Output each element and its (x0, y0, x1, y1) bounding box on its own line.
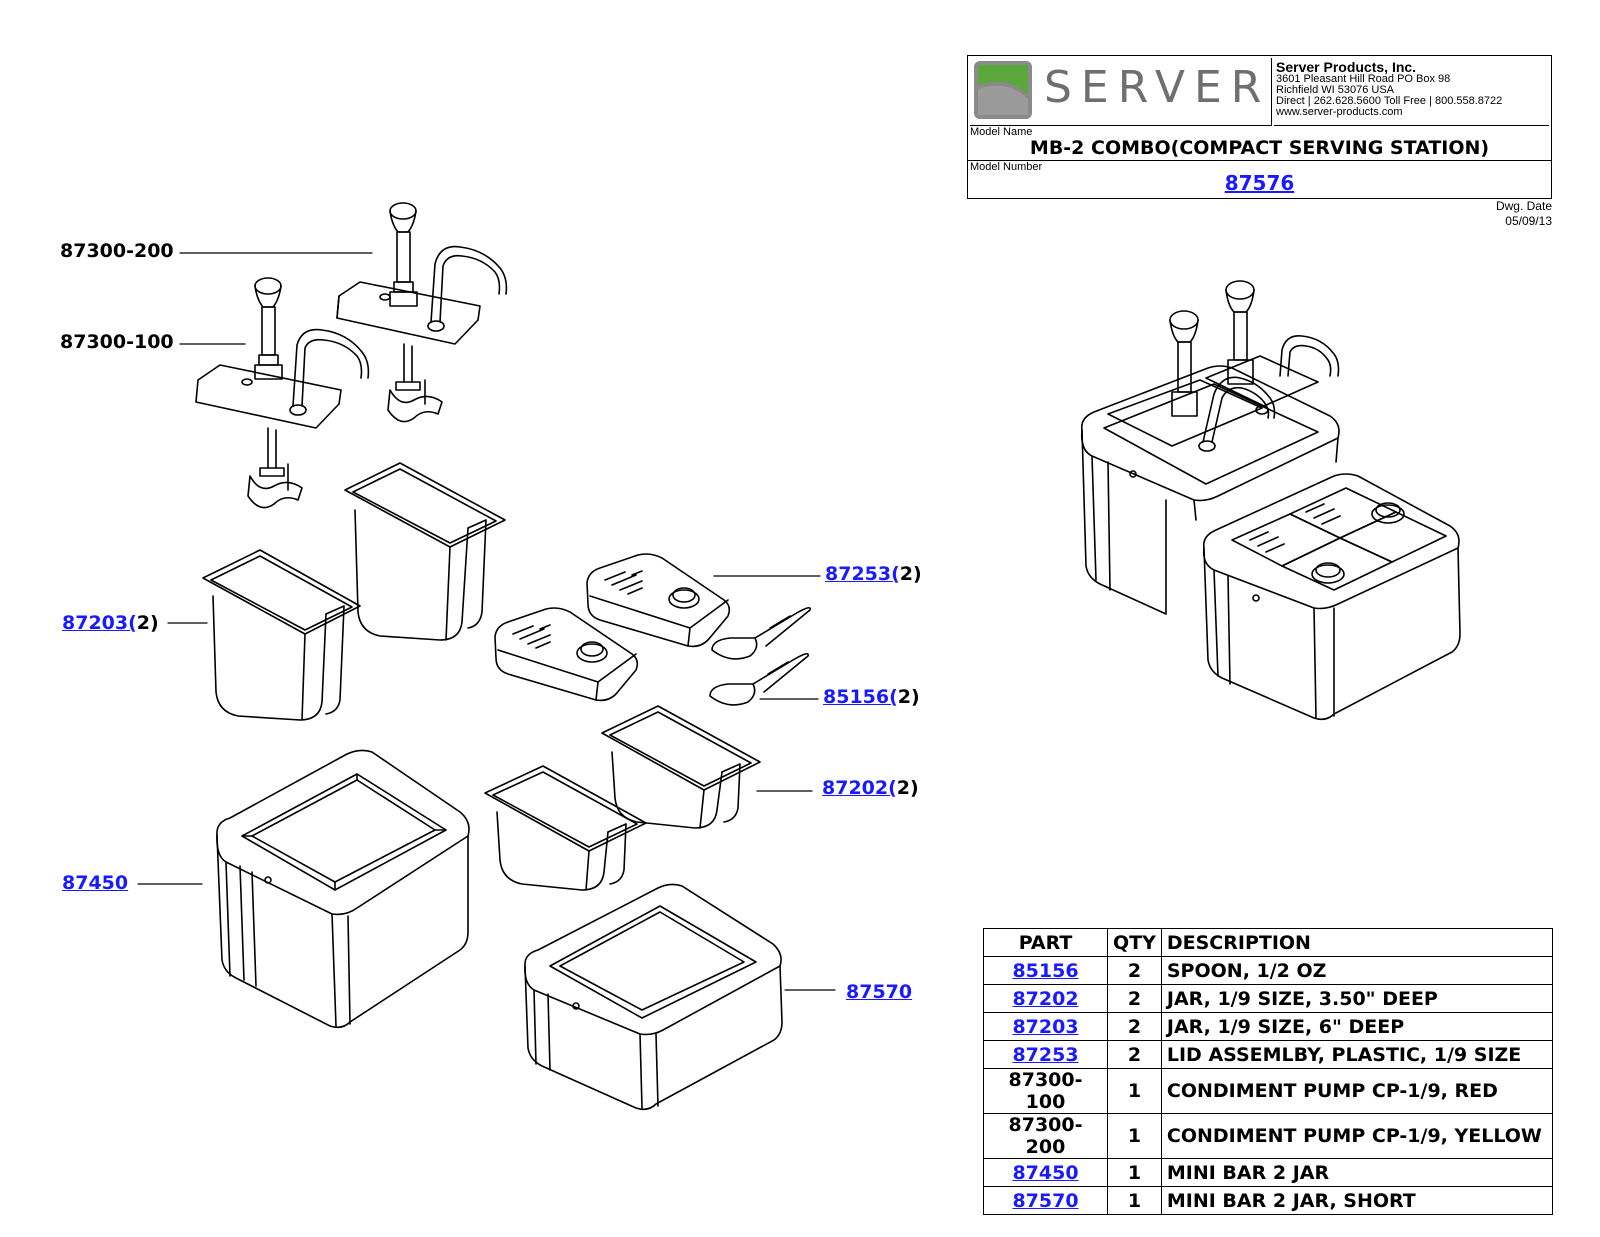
callout-87202: 87202(2) (822, 777, 919, 799)
part-cell: 87570 (983, 1186, 1108, 1215)
qty-cell: 2 (1107, 956, 1162, 985)
mini-bar-87570-drawing (524, 883, 783, 1111)
part-cell: 87300-200 (983, 1113, 1108, 1159)
dwg-date-label: Dwg. Date (1495, 199, 1552, 213)
part-link[interactable]: 87450 (1012, 1161, 1079, 1184)
qty-cell: 1 (1107, 1068, 1162, 1114)
parts-table: PART QTY DESCRIPTION 85156 2 SPOON, 1/2 … (983, 928, 1553, 1215)
jar-87203-front-drawing (202, 549, 361, 721)
qty-cell: 1 (1107, 1186, 1162, 1215)
description-cell: SPOON, 1/2 OZ (1160, 956, 1553, 985)
callout-87253-qty: 2) (899, 563, 922, 585)
header-description: DESCRIPTION (1160, 928, 1553, 957)
callout-87203: 87203(2) (62, 612, 159, 634)
link-87202[interactable]: 87202( (822, 777, 897, 799)
spoon-85156-upper-drawing (711, 606, 811, 660)
model-name-row: Model Name MB-2 COMBO(COMPACT SERVING ST… (968, 126, 1551, 161)
qty-cell: 1 (1107, 1113, 1162, 1159)
description-cell: LID ASSEMLBY, PLASTIC, 1/9 SIZE (1160, 1040, 1553, 1069)
jar-87203-back-drawing (344, 462, 506, 641)
callout-87203-qty: 2) (136, 612, 159, 634)
table-row: 87450 1 MINI BAR 2 JAR (983, 1158, 1553, 1187)
callout-85156-qty: 2) (897, 686, 920, 708)
link-87203[interactable]: 87203( (62, 612, 137, 634)
link-87570[interactable]: 87570 (846, 981, 913, 1003)
part-cell: 85156 (983, 956, 1108, 985)
part-link[interactable]: 87253 (1012, 1043, 1079, 1066)
part-link[interactable]: 87570 (1012, 1189, 1079, 1212)
part-link[interactable]: 87202 (1012, 987, 1079, 1010)
table-row: 87570 1 MINI BAR 2 JAR, SHORT (983, 1186, 1553, 1215)
table-row: 87202 2 JAR, 1/9 SIZE, 3.50" DEEP (983, 984, 1553, 1013)
pump-87300-100-drawing (195, 277, 370, 509)
server-logo-icon (974, 61, 1032, 119)
table-row: 87300-100 1 CONDIMENT PUMP CP-1/9, RED (983, 1068, 1553, 1114)
part-cell: 87203 (983, 1012, 1108, 1041)
company-name: Server Products, Inc. (1276, 59, 1417, 75)
model-name: MB-2 COMBO(COMPACT SERVING STATION) (1029, 137, 1490, 159)
part-cell: 87202 (983, 984, 1108, 1013)
address-line-2: Richfield WI 53076 USA (1276, 84, 1394, 96)
qty-cell: 2 (1107, 1040, 1162, 1069)
part-cell: 87253 (983, 1040, 1108, 1069)
callout-87570: 87570 (846, 981, 912, 1003)
dwg-date: 05/09/13 (1505, 214, 1552, 228)
description-cell: MINI BAR 2 JAR, SHORT (1160, 1186, 1553, 1215)
table-row: 87203 2 JAR, 1/9 SIZE, 6" DEEP (983, 1012, 1553, 1041)
link-87253[interactable]: 87253( (825, 563, 900, 585)
header-qty: QTY (1107, 928, 1162, 957)
table-row: 85156 2 SPOON, 1/2 OZ (983, 956, 1553, 985)
model-name-label: Model Name (970, 126, 1033, 138)
qty-cell: 2 (1107, 1012, 1162, 1041)
table-row: 87253 2 LID ASSEMLBY, PLASTIC, 1/9 SIZE (983, 1040, 1553, 1069)
lid-87253-upper-drawing (586, 553, 731, 648)
link-87450[interactable]: 87450 (62, 872, 129, 894)
mini-bar-87450-drawing (216, 749, 470, 1029)
lid-87253-lower-drawing (494, 607, 639, 702)
part-link[interactable]: 87203 (1012, 1015, 1079, 1038)
part-cell: 87450 (983, 1158, 1108, 1187)
description-cell: CONDIMENT PUMP CP-1/9, YELLOW (1160, 1113, 1553, 1159)
contact-line: Direct | 262.628.5600 Toll Free | 800.55… (1276, 95, 1503, 107)
description-cell: JAR, 1/9 SIZE, 3.50" DEEP (1160, 984, 1553, 1013)
address-line-1: 3601 Pleasant Hill Road PO Box 98 (1276, 73, 1451, 85)
link-85156[interactable]: 85156( (823, 686, 898, 708)
qty-cell: 1 (1107, 1158, 1162, 1187)
description-cell: JAR, 1/9 SIZE, 6" DEEP (1160, 1012, 1553, 1041)
description-cell: CONDIMENT PUMP CP-1/9, RED (1160, 1068, 1553, 1114)
parts-table-header: PART QTY DESCRIPTION (983, 928, 1553, 957)
logo-wordmark: SERVER (1044, 62, 1271, 113)
callout-85156: 85156(2) (823, 686, 920, 708)
callout-87253: 87253(2) (825, 563, 922, 585)
callout-87202-qty: 2) (896, 777, 919, 799)
part-cell: 87300-100 (983, 1068, 1108, 1114)
table-row: 87300-200 1 CONDIMENT PUMP CP-1/9, YELLO… (983, 1113, 1553, 1159)
pump-87300-200-drawing (336, 202, 508, 423)
model-number-link[interactable]: 87576 (1224, 171, 1295, 195)
qty-cell: 2 (1107, 984, 1162, 1013)
jar-87202-front-drawing (484, 765, 647, 891)
model-number-label: Model Number (970, 161, 1043, 173)
spoon-85156-lower-drawing (709, 652, 809, 706)
logo-cell: SERVER (970, 58, 1272, 126)
exploded-view-drawing (137, 202, 836, 1111)
website-line: www.server-products.com (1276, 106, 1403, 118)
callout-87300-100: 87300-100 (60, 331, 174, 353)
callout-87450: 87450 (62, 872, 128, 894)
description-cell: MINI BAR 2 JAR (1160, 1158, 1553, 1187)
model-number-row: Model Number 87576 (968, 161, 1551, 198)
company-info: Server Products, Inc. 3601 Pleasant Hill… (1274, 58, 1549, 126)
assembled-tall-bar-drawing (1080, 280, 1340, 615)
assembled-short-bar-drawing (1202, 473, 1461, 721)
callout-87300-200: 87300-200 (60, 240, 174, 262)
part-link[interactable]: 85156 (1012, 959, 1079, 982)
title-block: SERVER Server Products, Inc. 3601 Pleasa… (967, 55, 1552, 199)
header-part: PART (983, 928, 1108, 957)
